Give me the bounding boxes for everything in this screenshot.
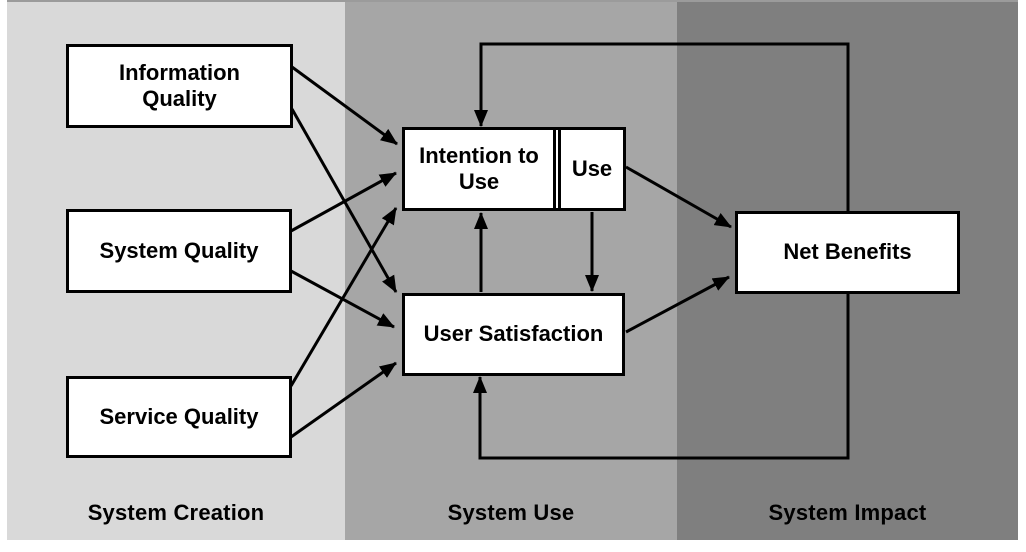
node-information-quality-label: Information Quality	[119, 59, 240, 111]
node-net-benefits-label: Net Benefits	[783, 239, 912, 265]
node-information-quality: Information Quality	[66, 44, 293, 128]
band-label-system-use: System Use	[447, 500, 575, 525]
node-intention-to-use-label: Intention to Use	[419, 142, 539, 194]
node-system-quality-label: System Quality	[99, 237, 259, 263]
band-label-system-creation: System Creation	[87, 500, 265, 525]
node-system-quality: System Quality	[66, 209, 292, 293]
node-use-label: Use	[571, 155, 613, 181]
band-label-system-impact: System Impact	[768, 500, 927, 525]
node-user-satisfaction-label: User Satisfaction	[423, 321, 604, 347]
node-service-quality-label: Service Quality	[99, 403, 259, 429]
node-use: Use	[558, 130, 623, 208]
band-system-use: System Use	[345, 0, 677, 540]
node-service-quality: Service Quality	[66, 376, 292, 458]
node-intention-to-use-and-use: Intention to Use Use	[402, 127, 626, 211]
node-user-satisfaction: User Satisfaction	[402, 293, 625, 376]
node-net-benefits: Net Benefits	[735, 211, 960, 294]
top-edge-line	[7, 0, 1018, 2]
node-intention-to-use: Intention to Use	[405, 130, 556, 208]
